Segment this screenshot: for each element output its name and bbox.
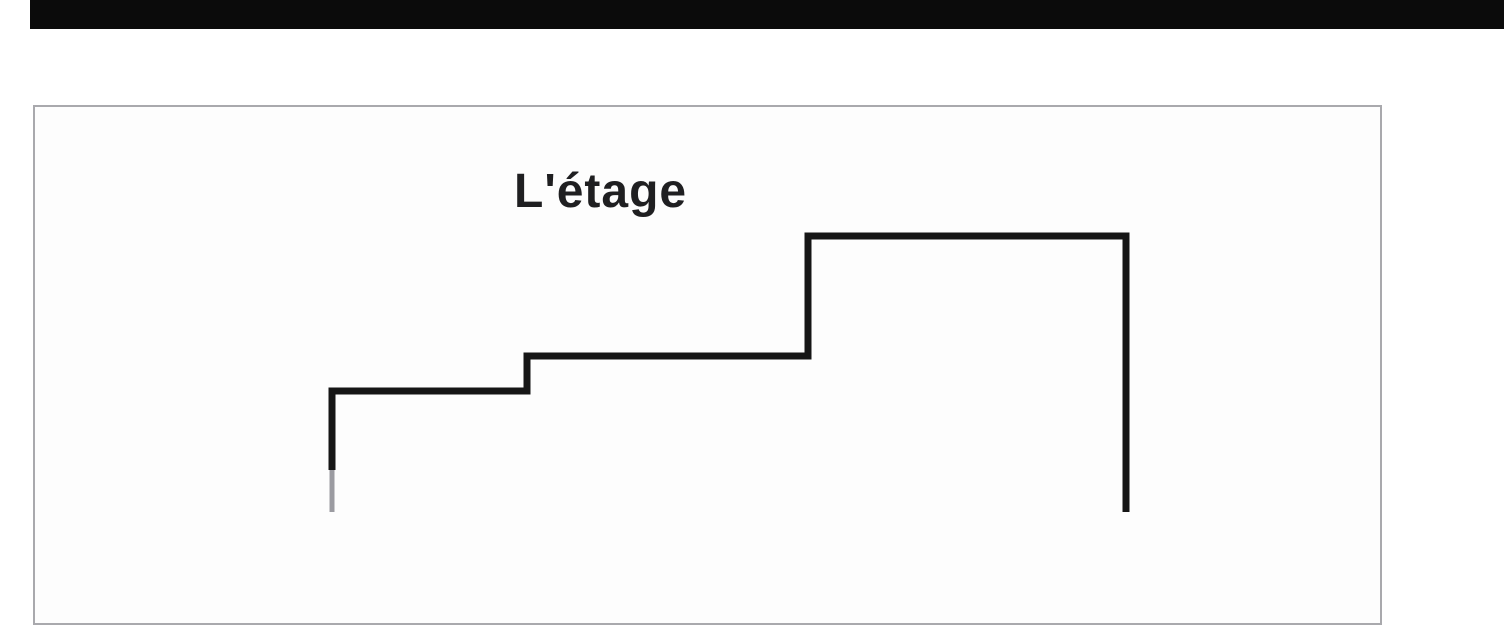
floor-plan-drawing xyxy=(328,232,1130,512)
page: { "page": { "background_color": "#ffffff… xyxy=(30,0,1504,625)
floor-plan-title: L'étage xyxy=(514,165,688,218)
top-black-bar xyxy=(30,0,1504,29)
floor-plan-outline xyxy=(328,232,1130,512)
